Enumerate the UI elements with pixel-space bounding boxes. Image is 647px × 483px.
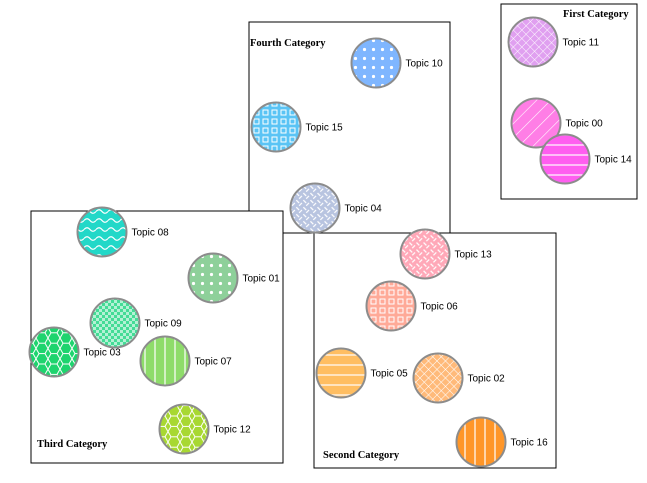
topic-node-t02[interactable]: Topic 02 xyxy=(412,352,506,404)
topic-bubble[interactable] xyxy=(28,326,80,378)
topic-node-t00[interactable]: Topic 00 xyxy=(510,97,604,149)
topic-label: Topic 08 xyxy=(132,228,170,239)
topic-label: Topic 05 xyxy=(371,369,409,380)
topic-node-t05[interactable]: Topic 05 xyxy=(315,347,409,399)
category-label: Third Category xyxy=(37,439,108,450)
topic-label: Topic 16 xyxy=(511,438,549,449)
topic-bubble[interactable] xyxy=(399,228,451,280)
topic-bubble[interactable] xyxy=(510,97,562,149)
topic-node-t01[interactable]: Topic 01 xyxy=(187,252,281,304)
topic-label: Topic 01 xyxy=(243,274,281,285)
topic-bubble[interactable] xyxy=(350,37,402,89)
topic-bubble[interactable] xyxy=(315,347,367,399)
topic-node-t10[interactable]: Topic 10 xyxy=(350,37,444,89)
topic-label: Topic 00 xyxy=(566,119,604,130)
topic-bubble[interactable] xyxy=(539,133,591,185)
topic-label: Topic 12 xyxy=(214,425,252,436)
topic-label: Topic 10 xyxy=(406,59,444,70)
topic-node-t04[interactable]: Topic 04 xyxy=(289,182,383,234)
topic-node-t08[interactable]: Topic 08 xyxy=(76,206,170,258)
topic-node-t16[interactable]: Topic 16 xyxy=(455,416,549,468)
topic-bubble[interactable] xyxy=(187,252,239,304)
topic-label: Topic 04 xyxy=(345,204,383,215)
topic-bubble[interactable] xyxy=(412,352,464,404)
topic-label: Topic 13 xyxy=(455,250,493,261)
topic-bubble[interactable] xyxy=(139,335,191,387)
topic-node-t12[interactable]: Topic 12 xyxy=(158,403,252,455)
topic-node-t09[interactable]: Topic 09 xyxy=(89,297,183,349)
topic-bubble[interactable] xyxy=(507,16,559,68)
topic-label: Topic 09 xyxy=(145,319,183,330)
topic-label: Topic 14 xyxy=(595,155,633,166)
topic-node-t06[interactable]: Topic 06 xyxy=(365,280,459,332)
topic-bubble[interactable] xyxy=(89,297,141,349)
category-label: First Category xyxy=(563,9,629,20)
category-label: Fourth Category xyxy=(250,38,326,49)
topic-node-t11[interactable]: Topic 11 xyxy=(507,16,600,68)
category-label: Second Category xyxy=(323,450,400,461)
topic-node-t15[interactable]: Topic 15 xyxy=(250,101,344,153)
topic-node-t03[interactable]: Topic 03 xyxy=(28,326,122,378)
topic-bubble[interactable] xyxy=(158,403,210,455)
topic-label: Topic 11 xyxy=(563,38,600,49)
topic-label: Topic 15 xyxy=(306,123,344,134)
topic-label: Topic 07 xyxy=(195,357,233,368)
topic-label: Topic 06 xyxy=(421,302,459,313)
topic-node-t07[interactable]: Topic 07 xyxy=(139,335,233,387)
topic-bubble[interactable] xyxy=(365,280,417,332)
topic-label: Topic 03 xyxy=(84,348,122,359)
topic-bubble[interactable] xyxy=(455,416,507,468)
topic-node-t14[interactable]: Topic 14 xyxy=(539,133,633,185)
topic-label: Topic 02 xyxy=(468,374,506,385)
topic-bubble[interactable] xyxy=(289,182,341,234)
topic-node-t13[interactable]: Topic 13 xyxy=(399,228,493,280)
topic-bubble[interactable] xyxy=(76,206,128,258)
topic-bubble[interactable] xyxy=(250,101,302,153)
